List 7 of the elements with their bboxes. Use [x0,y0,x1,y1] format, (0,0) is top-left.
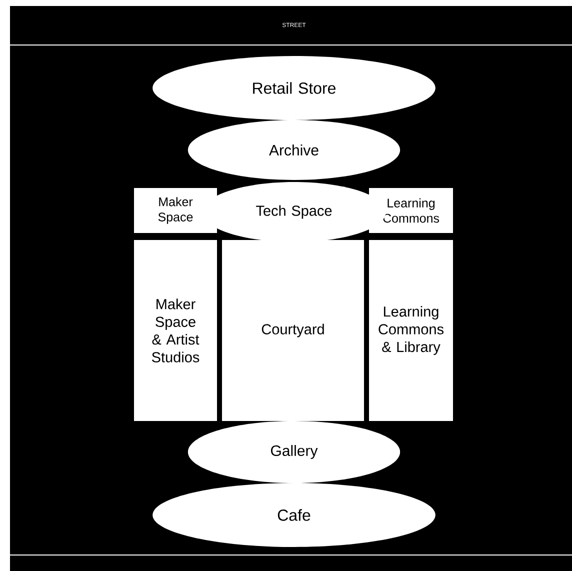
node-label: Courtyard [262,324,324,338]
node-label: Tech Space [256,205,332,219]
node-label: Learning Commons [383,198,440,223]
room-box: Maker Space [134,188,217,233]
node-label: Maker Space [158,197,193,224]
room-box: Maker Space & Artist Studios [134,240,217,421]
room-box: Learning Commons & Library [369,240,453,421]
